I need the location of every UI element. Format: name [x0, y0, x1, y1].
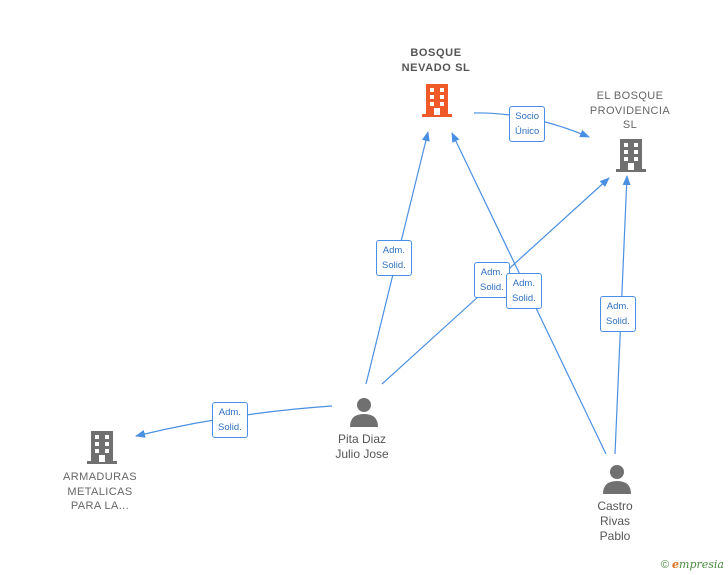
- edge-label-castro-bosque-nevado: Adm. Solid.: [506, 273, 542, 309]
- node-label-el-bosque-providencia[interactable]: EL BOSQUE PROVIDENCIA SL: [589, 90, 671, 131]
- copyright-symbol: ©: [660, 559, 670, 571]
- node-label-armaduras-metalicas[interactable]: ARMADURAS METALICAS PARA LA...: [63, 471, 137, 512]
- person-icon[interactable]: [348, 396, 380, 428]
- building-icon[interactable]: [86, 430, 118, 464]
- edge-label-pita-armaduras: Adm. Solid.: [212, 402, 248, 438]
- edge-label-pita-bosque-nevado: Adm. Solid.: [376, 240, 412, 276]
- edge-label-pita-providencia: Adm. Solid.: [474, 262, 510, 298]
- edge-label-castro-providencia: Adm. Solid.: [600, 296, 636, 332]
- edge-label-socio-unico: Socio Único: [509, 106, 546, 142]
- building-icon[interactable]: [615, 138, 647, 172]
- person-icon[interactable]: [601, 463, 633, 495]
- copyright-brand: ©empresia: [661, 558, 724, 571]
- node-label-castro-rivas[interactable]: Castro Rivas Pablo: [597, 499, 633, 543]
- brand-initial: e: [672, 558, 680, 571]
- building-icon[interactable]: [421, 83, 453, 117]
- node-label-bosque-nevado[interactable]: BOSQUE NEVADO SL: [401, 47, 471, 74]
- brand-name: mpresia: [679, 558, 724, 571]
- node-label-pita-diaz[interactable]: Pita Diaz Julio Jose: [335, 432, 389, 461]
